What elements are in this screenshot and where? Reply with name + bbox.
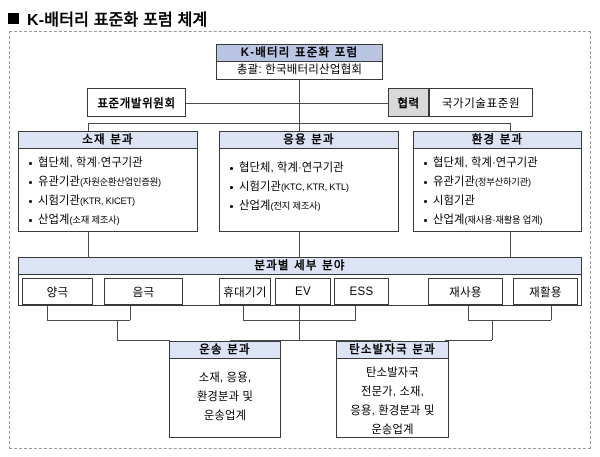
connector-chip-yanggeuk-down bbox=[47, 305, 48, 320]
connector-chip-recycle-down bbox=[551, 305, 552, 320]
connector-spine-to-cooperation bbox=[299, 103, 389, 104]
division-application-header: 응용 분과 bbox=[220, 132, 398, 149]
page-title: K-배터리 표준화 포럼 체계 bbox=[8, 6, 207, 30]
body-line: 운송업계 bbox=[203, 410, 247, 422]
connector-environment-to-subfields bbox=[510, 232, 511, 257]
connector-materials-to-subfields bbox=[88, 232, 89, 257]
division-materials-items: 협단체, 학계·연구기관 유관기관(자원순환산업인증원) 시험기관(KTR, K… bbox=[19, 149, 197, 234]
page-title-text: K-배터리 표준화 포럼 체계 bbox=[27, 12, 208, 29]
connector-materials-merge-down bbox=[117, 320, 118, 340]
cooperation-tag: 협력 bbox=[388, 88, 429, 117]
connector-chip-reuse-down bbox=[468, 305, 469, 320]
chip-anode: 음극 bbox=[104, 278, 183, 305]
connector-application-to-subfields bbox=[299, 232, 300, 257]
square-bullet-icon bbox=[8, 12, 19, 24]
chip-mobile-device: 휴대기기 bbox=[219, 278, 271, 305]
chip-recycle: 재활용 bbox=[513, 278, 578, 305]
connector-chip-eumgeuk-down bbox=[130, 305, 131, 320]
node-division-application: 응용 분과 협단체, 학계·연구기관 시험기관(KTC, KTR, KTL) 산… bbox=[219, 131, 399, 232]
node-standards-committee: 표준개발위원회 bbox=[87, 88, 186, 117]
chip-ess: ESS bbox=[334, 278, 389, 305]
connector-materials-to-transport bbox=[117, 340, 170, 341]
division-environment-header: 환경 분과 bbox=[414, 132, 581, 149]
connector-environment-merge-down bbox=[492, 320, 493, 340]
body-line: 운송업계 bbox=[371, 424, 414, 436]
list-item: 산업계(재사용·재활용 업계) bbox=[422, 211, 581, 230]
list-item: 시험기관(KTC, KTR, KTL) bbox=[228, 178, 398, 197]
list-item: 유관기관(자원순환산업인증원) bbox=[27, 173, 197, 192]
node-division-materials: 소재 분과 협단체, 학계·연구기관 유관기관(자원순환산업인증원) 시험기관(… bbox=[18, 131, 198, 232]
division-materials-header: 소재 분과 bbox=[19, 132, 197, 149]
node-division-environment: 환경 분과 협단체, 학계·연구기관 유관기관(정부산하기관) 시험기관 산업계… bbox=[413, 131, 582, 232]
list-item: 유관기관(정부산하기관) bbox=[422, 173, 581, 192]
body-line: 환경분과 및 bbox=[196, 391, 254, 403]
connector-environment-to-carbon bbox=[445, 340, 492, 341]
subfields-header: 분과별 세부 분야 bbox=[19, 258, 581, 275]
connector-drop-application bbox=[299, 123, 300, 131]
connector-environment-chip-merge bbox=[468, 320, 551, 321]
list-item: 협단체, 학계·연구기관 bbox=[27, 154, 197, 173]
node-national-standards-agency: 국가기술표준원 bbox=[429, 88, 533, 117]
node-forum: K-배터리 표준화 포럼 총괄: 한국배터리산업협회 bbox=[216, 44, 383, 80]
list-item: 협단체, 학계·연구기관 bbox=[422, 154, 581, 173]
list-item: 시험기관 bbox=[422, 192, 581, 211]
connector-chip-ess-down bbox=[355, 305, 356, 320]
connector-application-merge-down bbox=[299, 320, 300, 340]
body-line: 소재, 응용, bbox=[198, 372, 252, 384]
body-line: 응용, 환경분과 및 bbox=[350, 405, 435, 417]
chip-ev: EV bbox=[275, 278, 331, 305]
forum-subtitle: 총괄: 한국배터리산업협회 bbox=[236, 64, 363, 76]
connector-materials-chip-merge bbox=[47, 320, 130, 321]
connector-chip-ev-down bbox=[299, 305, 300, 320]
carbon-footprint-header: 탄소발자국 분과 bbox=[337, 342, 448, 359]
connector-application-split bbox=[230, 340, 390, 341]
connector-drop-environment bbox=[510, 123, 511, 131]
transport-division-header: 운송 분과 bbox=[170, 342, 280, 359]
chip-reuse: 재사용 bbox=[428, 278, 503, 305]
connector-chip-mobile-down bbox=[243, 305, 244, 320]
node-carbon-footprint-division: 탄소발자국 분과 탄소발자국 전문가, 소재, 응용, 환경분과 및 운송업계 bbox=[336, 341, 449, 438]
forum-header: K-배터리 표준화 포럼 bbox=[217, 45, 382, 62]
body-line: 탄소발자국 bbox=[366, 367, 419, 379]
division-environment-items: 협단체, 학계·연구기관 유관기관(정부산하기관) 시험기관 산업계(재사용·재… bbox=[414, 149, 581, 234]
list-item: 시험기관(KTR, KICET) bbox=[27, 192, 197, 211]
connector-committee-to-spine bbox=[185, 103, 299, 104]
carbon-footprint-body: 탄소발자국 전문가, 소재, 응용, 환경분과 및 운송업계 bbox=[337, 359, 448, 445]
chip-cathode: 양극 bbox=[22, 278, 93, 305]
list-item: 협단체, 학계·연구기관 bbox=[228, 159, 398, 178]
connector-forum-down bbox=[299, 79, 300, 124]
node-transport-division: 운송 분과 소재, 응용, 환경분과 및 운송업계 bbox=[169, 341, 281, 438]
body-line: 전문가, 소재, bbox=[361, 386, 424, 398]
division-application-items: 협단체, 학계·연구기관 시험기관(KTC, KTR, KTL) 산업계(전지 … bbox=[220, 149, 398, 220]
connector-drop-materials bbox=[88, 123, 89, 131]
list-item: 산업계(전지 제조사) bbox=[228, 197, 398, 216]
list-item: 산업계(소재 제조사) bbox=[27, 211, 197, 230]
transport-division-body: 소재, 응용, 환경분과 및 운송업계 bbox=[170, 359, 280, 431]
